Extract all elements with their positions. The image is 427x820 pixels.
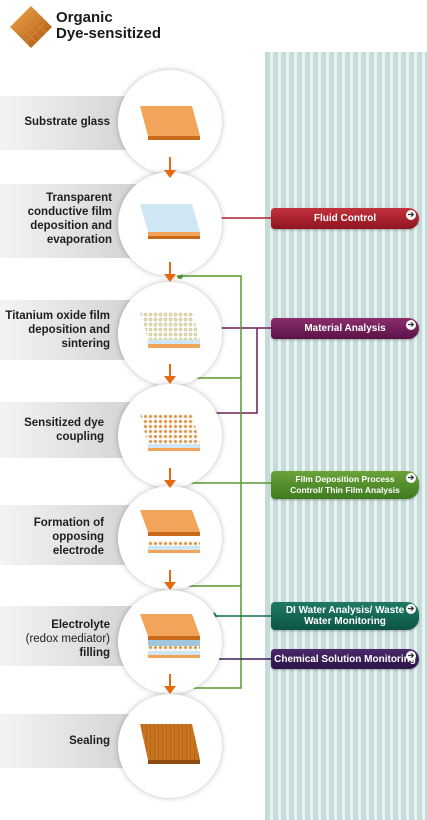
arrow-right-icon: ➔ <box>406 604 416 614</box>
step-label-substrate-glass: Substrate glass <box>24 116 110 128</box>
step-label-electrolyte: Electrolyte (redox mediator) filling <box>4 618 110 660</box>
step-label-sealing: Sealing <box>69 735 110 747</box>
title-line-1: Organic <box>56 9 113 26</box>
film-deposition-button[interactable]: Film Deposition Process Control/ Thin Fi… <box>271 471 419 499</box>
step-label-titanium-oxide: Titanium oxide film deposition and sinte… <box>5 310 110 350</box>
electrolyte-label-sub: (redox mediator) <box>25 633 110 645</box>
step-circle-7 <box>118 694 222 798</box>
arrow-right-icon: ➔ <box>406 210 416 220</box>
chemical-solution-button[interactable]: Chemical Solution Monitoring ➔ <box>271 649 419 669</box>
material-analysis-button[interactable]: Material Analysis ➔ <box>271 318 419 339</box>
film-deposition-label: Film Deposition Process Control/ Thin Fi… <box>290 474 400 495</box>
electrolyte-label-main: Electrolyte <box>51 619 110 631</box>
step-label-dye-coupling: Sensitized dye coupling <box>24 417 104 443</box>
material-analysis-connector-2 <box>213 328 258 414</box>
conductive-film-icon <box>140 204 200 239</box>
step-label-opposing-electrode: Formation of opposing electrode <box>33 517 104 557</box>
arrow-right-icon: ➔ <box>406 651 416 661</box>
material-analysis-label: Material Analysis <box>304 323 386 334</box>
di-water-label: DI Water Analysis/ Waste Water Monitorin… <box>285 605 405 627</box>
fluid-control-button[interactable]: Fluid Control ➔ <box>271 208 419 229</box>
film-deposition-connector <box>180 275 242 689</box>
titanium-oxide-icon <box>140 312 200 348</box>
page-title: Organic Dye-sensitized <box>56 10 161 42</box>
header-logo <box>8 4 54 55</box>
step-label-conductive-film: Transparent conductive film deposition a… <box>27 192 112 246</box>
substrate-glass-icon <box>140 106 200 140</box>
electrolyte-icon <box>140 614 200 658</box>
sealing-icon <box>140 724 200 764</box>
electrolyte-label-filling: filling <box>79 647 110 659</box>
dye-coupling-icon <box>140 414 200 451</box>
title-line-2: Dye-sensitized <box>56 25 162 42</box>
opposing-electrode-icon <box>140 510 200 553</box>
di-water-button[interactable]: DI Water Analysis/ Waste Water Monitorin… <box>271 602 419 630</box>
step-circle-2 <box>118 172 222 276</box>
arrow-right-icon: ➔ <box>406 320 416 330</box>
step-circle-1 <box>118 70 222 174</box>
diamond-logo-icon <box>10 6 52 48</box>
chemical-solution-label: Chemical Solution Monitoring <box>274 653 416 665</box>
striped-background-panel <box>265 52 427 820</box>
fluid-control-label: Fluid Control <box>313 213 377 224</box>
arrow-right-icon: ➔ <box>406 473 416 483</box>
